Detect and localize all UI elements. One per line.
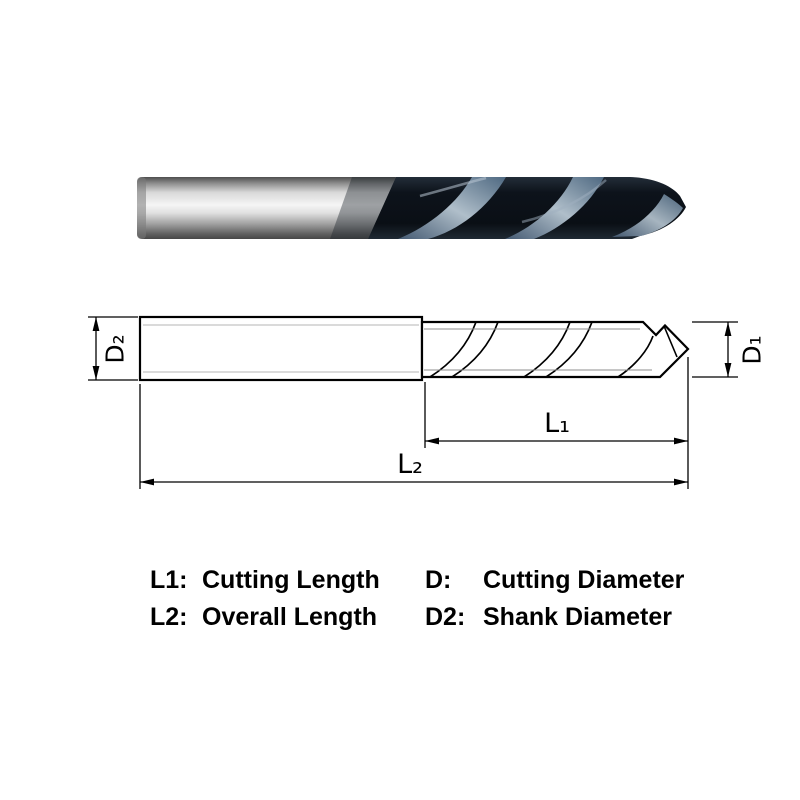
drill-photo-tip-highlight: [612, 194, 683, 237]
arrowhead-up: [92, 317, 100, 331]
drill-photo-shank-endcap: [137, 177, 146, 239]
dimension-d2: [88, 316, 138, 381]
drawing-margin-lines: [424, 328, 652, 371]
drill-photo-flute-highlight: [505, 177, 604, 239]
legend-key-l2: L2:: [150, 603, 188, 631]
d2-dimension-label: D₂: [101, 334, 130, 363]
dimension-d1: [692, 321, 738, 378]
dimension-l2: [139, 384, 688, 489]
legend-value-l1: Cutting Length: [202, 566, 380, 594]
drill-photo-streak: [521, 179, 607, 224]
arrowhead-right: [674, 437, 688, 445]
arrowhead-down: [92, 366, 100, 380]
l1-dimension-label: L₁: [544, 408, 570, 439]
dimension-annotations: [88, 316, 738, 489]
drawing-tip-chisel-line: [663, 325, 678, 358]
legend-key-d2: D2:: [425, 603, 466, 631]
arrowhead-left: [425, 437, 439, 445]
legend-value-d2: Shank Diameter: [483, 603, 672, 631]
drill-photo: [137, 176, 686, 239]
l2-dimension-label: L₂: [397, 449, 423, 480]
drill-photo-shank: [137, 177, 400, 239]
legend: L1: Cutting Length D: Cutting Diameter L…: [150, 566, 684, 632]
legend-key-l1: L1:: [150, 566, 188, 594]
dimension-l1: [424, 357, 689, 489]
arrowhead-left: [140, 478, 154, 486]
drill-photo-flute-highlight: [398, 177, 506, 239]
drill-drawing: [138, 315, 690, 382]
drawing-shank: [138, 315, 424, 382]
drill-photo-junction-shadow: [330, 177, 396, 239]
drill-photo-streak: [419, 176, 487, 198]
arrowhead-down: [724, 363, 732, 377]
d1-dimension-label: D₁: [738, 335, 767, 364]
legend-grid: L1: Cutting Length D: Cutting Diameter L…: [150, 566, 684, 632]
legend-value-l2: Overall Length: [202, 603, 378, 631]
legend-key-d: D:: [425, 566, 452, 594]
drawing-spiral-lines: [429, 321, 654, 378]
arrowhead-right: [674, 478, 688, 486]
legend-value-d: Cutting Diameter: [483, 566, 685, 594]
arrowhead-up: [724, 322, 732, 336]
